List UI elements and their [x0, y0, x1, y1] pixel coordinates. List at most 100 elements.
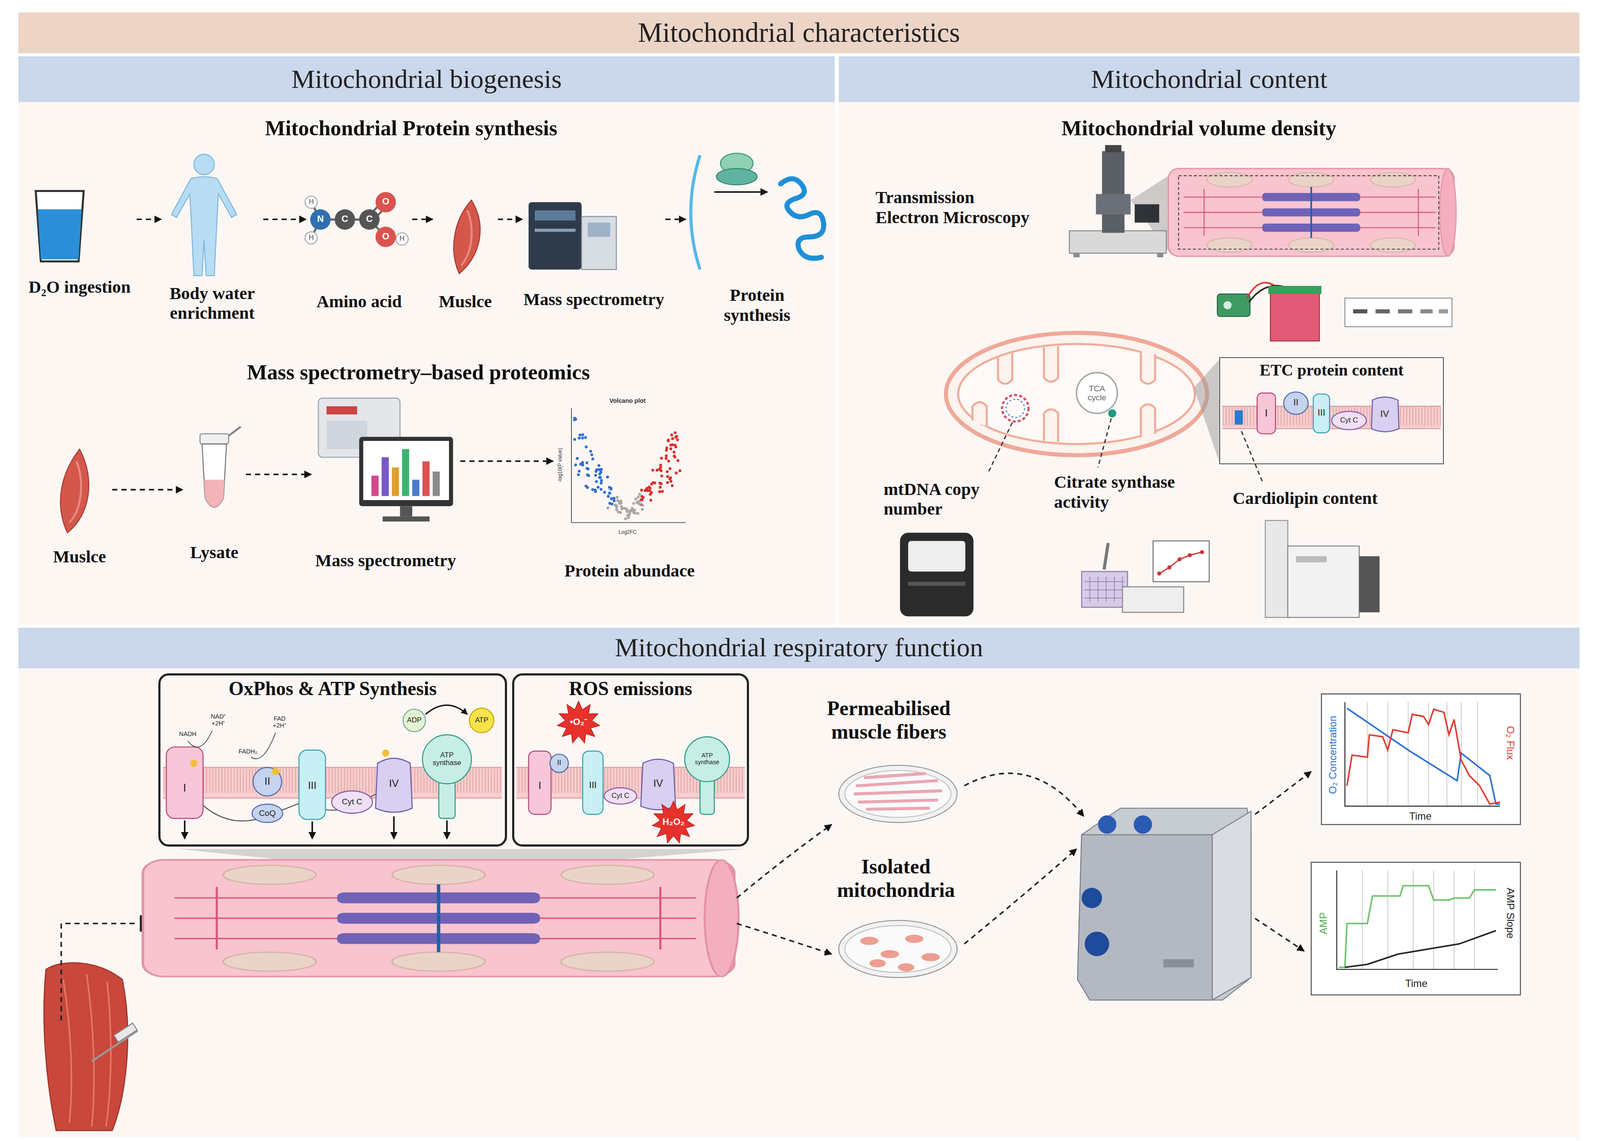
volcano-dot — [676, 459, 680, 463]
proteomics-computer — [371, 475, 379, 497]
ros-star — [652, 801, 695, 843]
ros-label: •O₂⁻ — [569, 717, 588, 728]
panel-heading: Mitochondrial biogenesis — [18, 56, 835, 103]
section-panel: Mitochondrial contentTransmission Electr… — [838, 56, 1580, 625]
volcano-dot — [609, 497, 613, 501]
node-text: Lysate — [183, 542, 245, 563]
respirometer — [1077, 834, 1213, 1000]
step-node: Protein abundace — [553, 393, 707, 582]
volcano-dot — [667, 459, 671, 463]
volcano-dot — [573, 437, 577, 441]
axis-label: AMP — [1317, 912, 1329, 935]
electron-microscope — [1157, 253, 1163, 258]
amino-acid-molecule — [359, 209, 380, 231]
volcano-dot — [612, 497, 616, 501]
ros-illustration — [516, 737, 746, 815]
volcano-dot — [577, 473, 580, 477]
etc-complexes — [1313, 393, 1330, 433]
proteomics-computer — [402, 448, 410, 496]
axis-label: Log2FC — [618, 529, 637, 536]
node-text: Protein abundace — [555, 561, 705, 582]
mitochondrion — [1002, 395, 1029, 422]
node-text: D₂O ingestion — [22, 277, 137, 298]
volcano-dot — [649, 482, 653, 486]
western-blot — [1398, 309, 1413, 314]
section-subheading: Mitochondrial volume density — [1061, 116, 1337, 141]
volcano-dot — [636, 500, 640, 504]
volcano-dot — [647, 485, 651, 489]
volcano-dot — [608, 492, 612, 496]
volcano-dot — [670, 433, 674, 437]
sample-node: Isolated mitochondria — [828, 855, 964, 903]
panel-heading: Mitochondrial content — [838, 56, 1580, 103]
node-text: Muslce — [49, 547, 111, 568]
culture-dish — [838, 920, 957, 978]
panel-grounds — [18, 12, 1580, 1138]
complex-label: IV — [653, 778, 664, 790]
volcano-dot — [590, 453, 594, 457]
leader-line — [987, 422, 1012, 474]
flow-arrow — [245, 473, 312, 476]
substrate-label: FAD +2H⁺ — [266, 715, 293, 730]
oxphos-illustration — [193, 787, 388, 822]
etc-complexes — [1222, 392, 1441, 435]
substrate-label: NADH — [179, 731, 197, 739]
water-glass — [35, 191, 84, 262]
western-blot — [1352, 309, 1367, 314]
oxphos-illustration — [402, 709, 426, 732]
step-node: Muslce — [46, 393, 113, 568]
volcano-dot — [584, 436, 588, 440]
volcano-dot — [674, 471, 678, 475]
volcano-dot — [658, 490, 662, 494]
plate-reader — [1104, 542, 1109, 570]
oxphos-illustration — [253, 767, 282, 796]
volcano-dot — [606, 475, 610, 479]
volcano-dot — [636, 495, 640, 499]
leader-line — [987, 418, 1264, 484]
volcano-dot — [574, 463, 578, 467]
mass-spectrometer — [581, 216, 617, 270]
volcano-dot — [661, 489, 665, 493]
step-node: Mass spectrometry — [522, 153, 666, 310]
flow-arrow — [736, 824, 832, 898]
volcano-dot — [660, 474, 664, 478]
volcano-dot — [634, 497, 638, 501]
amino-acid-molecule — [305, 231, 318, 245]
qpcr-instrument — [908, 581, 966, 586]
oxphos-illustration — [187, 730, 213, 747]
volcano-dot — [585, 467, 589, 471]
amino-acid-molecule — [334, 209, 356, 231]
culture-dish — [869, 959, 886, 968]
complex-label: ATP synthase — [688, 752, 726, 767]
electron-microscope — [1069, 145, 1172, 258]
flow-arrow — [460, 460, 554, 463]
volcano-dot — [636, 512, 640, 516]
oxphos-illustration — [445, 820, 448, 840]
axis-label: Time — [1405, 978, 1428, 990]
volcano-dot — [600, 478, 604, 482]
volcano-dot — [623, 517, 627, 521]
molecule-label: ATP — [475, 716, 489, 725]
culture-dish — [845, 770, 952, 818]
leader-line — [1098, 418, 1112, 468]
amino-acid-molecule — [305, 192, 409, 248]
ros-illustration — [603, 787, 637, 805]
volcano-dot — [594, 473, 598, 477]
muscle-icon — [69, 461, 82, 523]
plate-reader — [1167, 565, 1172, 570]
volcano-dot — [673, 455, 677, 459]
volcano-dot — [640, 495, 644, 499]
atom-symbol: H — [308, 198, 314, 206]
panel-heading: Mitochondrial respiratory function — [18, 627, 1580, 669]
complex-label: III — [308, 780, 317, 792]
respirometer — [1081, 888, 1102, 909]
respirometer — [1133, 815, 1152, 834]
volcano-dot — [585, 461, 589, 465]
volcano-dot — [640, 488, 644, 492]
qpcr-instrument — [900, 533, 974, 617]
volcano-dot — [578, 433, 582, 437]
oxphos-illustration — [252, 804, 283, 823]
volcano-dot — [632, 501, 636, 505]
electron-microscope — [1101, 151, 1125, 233]
section-subheading: Mitochondrial Protein synthesis — [265, 116, 558, 141]
